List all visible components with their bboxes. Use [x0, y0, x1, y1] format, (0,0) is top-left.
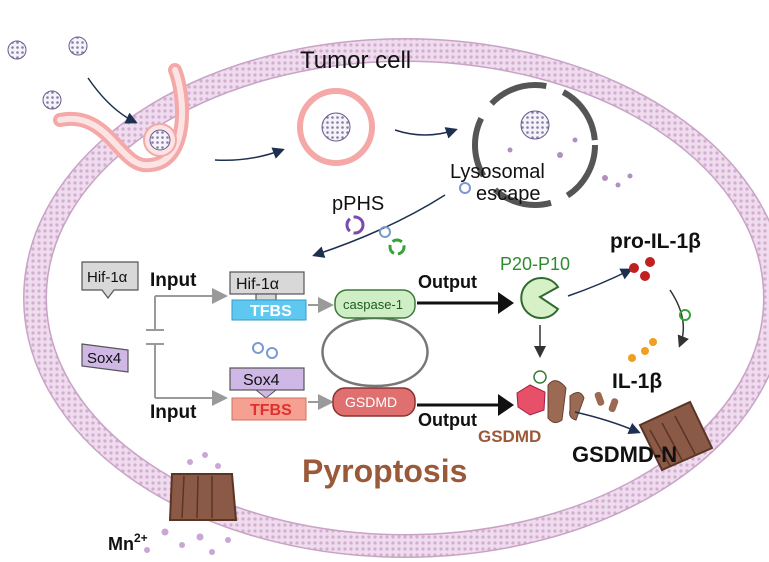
output-top-label: Output: [418, 272, 477, 292]
nanoparticle-outside-2: [68, 36, 88, 56]
mn-text: Mn: [108, 534, 134, 554]
endocytic-nanoparticle: [143, 123, 177, 157]
pro-il1b-dots: [629, 257, 655, 281]
activation-arrow: [567, 268, 633, 297]
endocytosis-invagination: [53, 63, 190, 173]
gsdmd-gene-box: [332, 387, 416, 417]
endosome: [297, 88, 375, 166]
input-circuit: [146, 288, 228, 406]
gsdmd-n-fragments: [594, 391, 619, 413]
sox-tag: [81, 343, 129, 373]
nanoparticle-outside-1: [7, 40, 27, 60]
uptake-arrow: [87, 77, 138, 124]
sox-promoter: [229, 367, 307, 421]
hif-promoter: [229, 271, 307, 321]
nanoparticle-outside-3: [42, 90, 62, 110]
p20-p10-label: P20-P10: [500, 254, 570, 274]
pro-il1b-label: pro-IL-1β: [610, 230, 701, 253]
il1b-label: IL-1β: [612, 370, 662, 393]
small-plasmid-icon: [679, 309, 691, 321]
gsdmd-pore-right: [638, 400, 714, 472]
gsdmd-protein-label: GSDMD: [478, 427, 541, 446]
lysosomal-label: Lysosomal: [450, 161, 545, 183]
cell-membrane: [23, 38, 769, 558]
il1b-dots: [628, 338, 657, 362]
gsdmd-pore-bottom: [168, 473, 238, 521]
tfbs-top-label: TFBS: [250, 303, 292, 320]
gsdmd-gene-label: GSDMD: [345, 394, 397, 410]
input-bottom-label: Input: [150, 402, 197, 423]
escape-label: escape: [476, 183, 541, 205]
mn-label: Mn2+: [108, 531, 148, 554]
pphs-label: pPHS: [332, 193, 384, 215]
pore-formation-arrow: [574, 411, 641, 434]
sox-box-label: Sox4: [243, 372, 280, 389]
tumor-cell-label: Tumor cell: [300, 47, 411, 74]
hif-tag: [81, 261, 139, 299]
gsdmd-protein: [516, 370, 585, 424]
pphs-plasmid-icons: [252, 182, 471, 359]
hif-tag-label: Hif-1α: [87, 269, 128, 286]
tfbs-bottom-label: TFBS: [250, 402, 292, 419]
escape-arrow: [394, 127, 458, 139]
gsdmd-n-label: GSDMD-N: [572, 442, 677, 467]
caspase-label: caspase-1: [343, 297, 403, 312]
lysosome: [472, 82, 633, 208]
mn-ions: [144, 452, 231, 555]
input-top-label: Input: [150, 270, 197, 291]
mn-charge: 2+: [134, 531, 148, 545]
gene-circuit-loop: [321, 316, 429, 388]
transport-arrow: [214, 147, 285, 162]
p20-p10-icon: [520, 277, 560, 319]
output-bottom-label: Output: [418, 410, 477, 430]
output-arrows: [417, 292, 514, 416]
pyroptosis-label: Pyroptosis: [302, 453, 467, 489]
caspase-gene-box: [334, 289, 416, 319]
hif-box-label: Hif-1α: [236, 276, 279, 293]
sox-tag-label: Sox4: [87, 350, 121, 367]
